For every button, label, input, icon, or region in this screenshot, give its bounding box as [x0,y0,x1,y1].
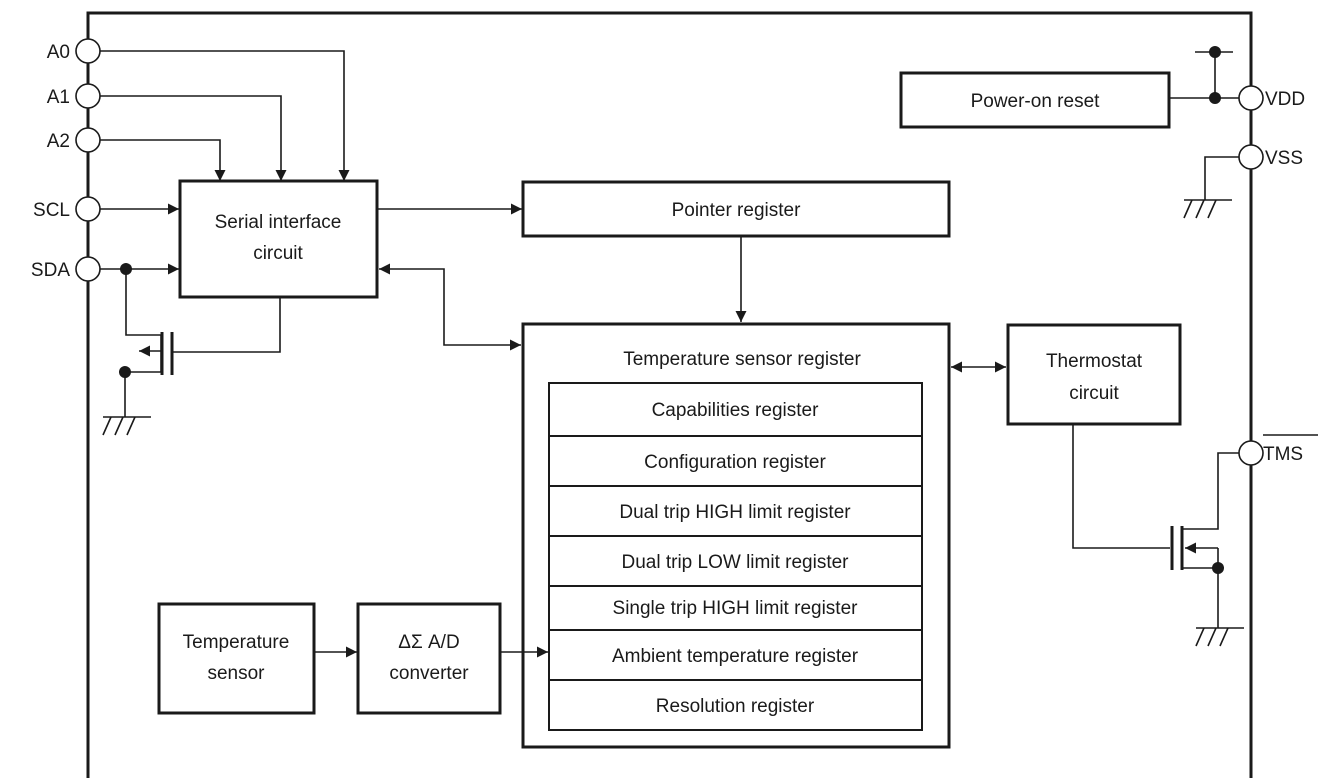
register-ambient-temperature: Ambient temperature register [612,646,859,667]
register-configuration: Configuration register [644,452,826,473]
power-on-reset-label: Power-on reset [971,91,1101,112]
pin-sda: SDA [31,256,101,282]
temperature-sensor-label-2: sensor [207,663,265,684]
serial-interface-label-1: Serial interface [215,212,342,233]
wire-vss [1204,156,1239,200]
pin-vdd-label: VDD [1265,89,1305,110]
thermostat-label-2: circuit [1069,383,1119,404]
serial-interface-block: Serial interface circuit [178,179,379,299]
pointer-register-label: Pointer register [672,200,802,221]
pin-tms-label: TMS [1263,444,1303,465]
vss-ground-icon [1183,199,1232,219]
register-resolution: Resolution register [656,696,815,717]
serial-interface-label-2: circuit [253,243,303,264]
sda-transistor [119,263,281,417]
register-dual-trip-low: Dual trip LOW limit register [622,552,850,573]
temperature-sensor-register-label: Temperature sensor register [623,349,861,370]
vdd-wiring [1169,46,1240,104]
pin-scl-label: SCL [33,200,70,221]
thermostat-block: Thermostat circuit [1006,323,1182,426]
wire-a1 [100,95,287,181]
pin-a1-label: A1 [47,87,70,108]
pin-a0: A0 [47,38,101,64]
pin-tms: TMS [1238,434,1318,466]
register-dual-trip-high: Dual trip HIGH limit register [619,502,851,523]
chip-outline [86,11,1253,778]
power-on-reset-block: Power-on reset [899,71,1171,129]
pin-a1: A1 [47,83,101,109]
pin-vss-label: VSS [1265,148,1303,169]
ad-converter-label-1: ΔΣ A/D [398,632,459,653]
thermostat-label-1: Thermostat [1046,351,1143,372]
register-list: Capabilities register Configuration regi… [548,382,923,731]
register-capabilities: Capabilities register [652,400,820,421]
pin-a2: A2 [47,127,101,153]
sda-ground-icon [102,416,151,436]
tms-transistor [1072,424,1239,628]
pin-scl: SCL [33,196,101,222]
pin-a0-label: A0 [47,42,70,63]
tms-ground-icon [1195,627,1244,647]
pin-sda-label: SDA [31,260,70,281]
temperature-sensor-label-1: Temperature [183,632,290,653]
ad-converter-label-2: converter [389,663,469,684]
temperature-sensor-block: Temperature sensor [157,602,316,715]
wire-a0 [100,50,350,181]
ad-converter-block: ΔΣ A/D converter [356,602,502,715]
register-single-trip-high: Single trip HIGH limit register [613,598,859,619]
wire-serial-temp-register-bidir [379,263,521,351]
pin-vss: VSS [1238,144,1303,170]
wire-a2 [100,139,226,181]
pin-a2-label: A2 [47,131,70,152]
pointer-register-block: Pointer register [521,180,951,238]
pin-vdd: VDD [1238,85,1305,111]
